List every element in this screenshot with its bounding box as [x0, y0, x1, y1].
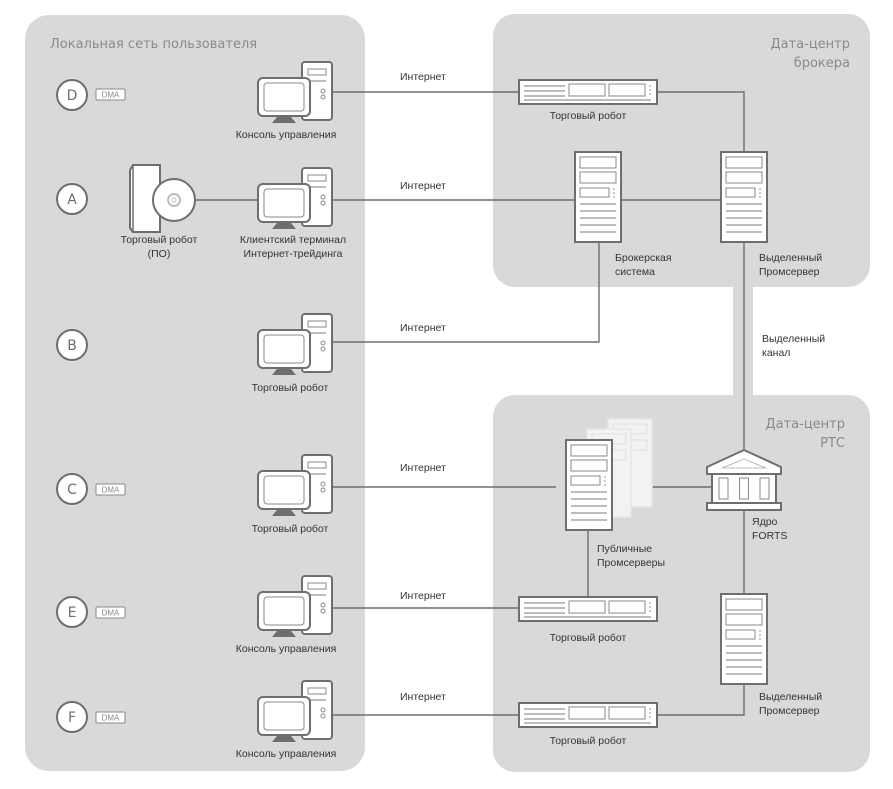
row-marker-a-label: A	[67, 192, 77, 208]
row-marker-c-label: C	[67, 482, 77, 498]
rts-dc-devices: Публичные Промсерверы Ядро FORTS Торговы…	[518, 418, 822, 747]
rts-dc-title-line1: Дата-центр	[765, 417, 845, 432]
public-servers-label-line2: Промсерверы	[597, 557, 665, 569]
connections	[195, 91, 745, 716]
row-d: D DMA Консоль управления	[56, 61, 337, 141]
console-label-f: Консоль управления	[236, 748, 337, 760]
rts-robot-f-label: Торговый робот	[550, 735, 627, 747]
rack-server-icon	[518, 79, 658, 105]
wire-robot-f-to-dedicated	[657, 684, 745, 716]
dma-badge-f-text: DMA	[102, 714, 120, 723]
tower-server-icon	[574, 151, 622, 243]
row-marker-c	[56, 473, 88, 505]
tower-server-icon	[720, 593, 768, 685]
row-f: F DMA Консоль управления	[56, 680, 337, 760]
broker-system-label-line2: система	[615, 266, 655, 278]
dma-badge-f	[95, 711, 126, 724]
dma-badge-e	[95, 606, 126, 619]
row-marker-b	[56, 329, 88, 361]
core-label-line1: Ядро	[752, 516, 778, 528]
dma-badge-c-text: DMA	[102, 486, 120, 495]
dedicated-channel-label-line1: Выделенный	[762, 333, 825, 345]
console-label-e: Консоль управления	[236, 643, 337, 655]
internet-label-b: Интернет	[400, 322, 446, 334]
row-b: B Торговый робот	[56, 313, 333, 394]
row-marker-a	[56, 183, 88, 215]
broker-system-label-line1: Брокерская	[615, 252, 672, 264]
row-marker-d	[56, 79, 88, 111]
rts-dedicated-label-line1: Выделенный	[759, 691, 822, 703]
row-marker-e-label: E	[68, 605, 77, 621]
terminal-label-line1: Клиентский терминал	[240, 234, 346, 246]
core-label-line2: FORTS	[752, 530, 787, 542]
broker-dc-zone	[493, 14, 870, 287]
public-servers-stack-icon	[565, 418, 653, 531]
software-label-line2: (ПО)	[148, 248, 171, 260]
broker-dc-title-line1: Дата-центр	[770, 37, 850, 52]
row-a: A Торговый робот (ПО) Клиентский термина…	[56, 164, 346, 260]
row-marker-f-label: F	[68, 710, 76, 726]
broker-dc-devices: Торговый робот Брокерская система Выделе…	[518, 79, 822, 278]
broker-dedicated-label-line1: Выделенный	[759, 252, 822, 264]
rts-dedicated-label-line2: Промсервер	[759, 705, 820, 717]
row-marker-d-label: D	[67, 88, 78, 104]
internet-label-f: Интернет	[400, 691, 446, 703]
broker-robot-label: Торговый робот	[550, 110, 627, 122]
wire-b-internet	[330, 240, 600, 343]
rts-dc-title-line2: РТС	[820, 436, 845, 451]
dma-badge-e-text: DMA	[102, 609, 120, 618]
internet-label-d: Интернет	[400, 71, 446, 83]
row-c: C DMA Торговый робот	[56, 454, 333, 535]
dedicated-channel-label-line2: канал	[762, 347, 790, 359]
rack-server-icon	[518, 702, 658, 728]
rack-server-icon	[518, 596, 658, 622]
software-box-disc-icon	[129, 164, 196, 233]
rts-robot-e-label: Торговый робот	[550, 632, 627, 644]
row-e: E DMA Консоль управления	[56, 575, 337, 655]
user-lan-title: Локальная сеть пользователя	[50, 37, 257, 52]
internet-label-c: Интернет	[400, 462, 446, 474]
wire-broker-robot-to-dedicated	[657, 91, 745, 152]
console-label-d: Консоль управления	[236, 129, 337, 141]
public-servers-label-line1: Публичные	[597, 543, 652, 555]
robot-label-b: Торговый робот	[252, 382, 329, 394]
row-marker-f	[56, 701, 88, 733]
row-marker-e	[56, 596, 88, 628]
broker-dedicated-label-line2: Промсервер	[759, 266, 820, 278]
dma-badge-c	[95, 483, 126, 496]
internet-label-e: Интернет	[400, 590, 446, 602]
dedicated-channel-strip	[733, 285, 753, 397]
row-marker-b-label: B	[67, 338, 77, 354]
broker-dc-title-line2: брокера	[794, 56, 850, 71]
terminal-label-line2: Интернет-трейдинга	[244, 248, 343, 260]
dma-badge-d-text: DMA	[102, 91, 120, 100]
robot-label-c: Торговый робот	[252, 523, 329, 535]
dma-badge-d	[95, 88, 126, 101]
exchange-core-building-icon	[706, 449, 782, 511]
tower-server-icon	[720, 151, 768, 243]
internet-label-a: Интернет	[400, 180, 446, 192]
software-label-line1: Торговый робот	[121, 234, 198, 246]
